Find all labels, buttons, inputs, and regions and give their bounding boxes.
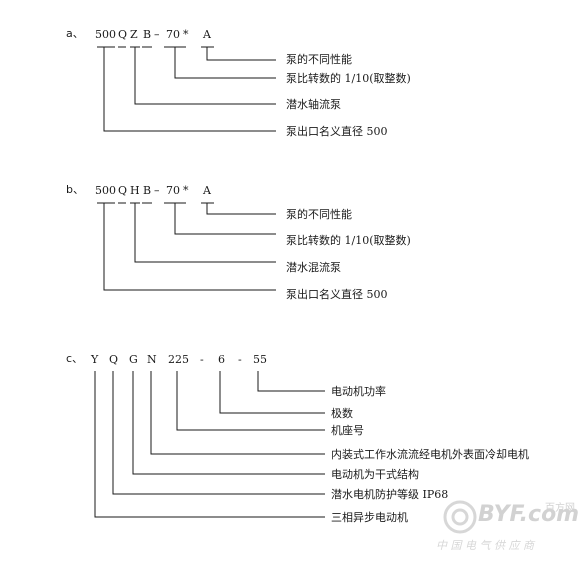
code-a-star: *	[183, 28, 189, 41]
code-c-6: 6	[218, 353, 225, 366]
code-c-n: N	[147, 353, 157, 366]
label-b-performance: 泵的不同性能	[286, 208, 352, 221]
code-b-a: A	[203, 184, 211, 197]
label-b-pump-type: 潜水混流泵	[286, 261, 341, 274]
label-c-motor-type: 三相异步电动机	[331, 511, 408, 524]
code-a-70: 70	[166, 28, 180, 41]
watermark-subtitle: 中 国 电 气 供 应 商	[436, 539, 534, 552]
code-c-dash1: -	[200, 353, 204, 366]
code-a-z: Z	[130, 28, 138, 41]
code-b-h: H	[130, 184, 140, 197]
label-a-performance: 泵的不同性能	[286, 53, 352, 66]
label-c-protection: 潜水电机防护等级 IP68	[331, 488, 449, 501]
label-c-dry-structure: 电动机为干式结构	[331, 468, 419, 481]
code-c-q: Q	[109, 353, 119, 366]
watermark-logo-text: BYF.com	[478, 502, 580, 527]
watermark-logo-icon	[443, 500, 477, 534]
label-b-diameter: 泵出口名义直径 500	[286, 288, 388, 301]
code-b-70: 70	[166, 184, 180, 197]
code-c-dash2: -	[238, 353, 242, 366]
code-b-b: B	[143, 184, 152, 197]
code-b-star: *	[183, 184, 189, 197]
section-a-prefix: a、	[66, 27, 84, 40]
code-a-dash: –	[154, 28, 160, 41]
code-c-g: G	[129, 353, 138, 366]
code-b-q: Q	[118, 184, 128, 197]
label-c-cooling: 内装式工作水流流经电机外表面冷却电机	[331, 448, 529, 461]
label-a-specific-speed: 泵比转数的 1/10(取整数)	[286, 72, 411, 85]
code-a-diameter: 500	[95, 28, 116, 41]
section-c-prefix: c、	[66, 352, 84, 365]
label-c-frame: 机座号	[331, 424, 364, 437]
code-c-225: 225	[168, 353, 189, 366]
code-b-diameter: 500	[95, 184, 116, 197]
code-c-y: Y	[91, 353, 99, 366]
label-a-diameter: 泵出口名义直径 500	[286, 125, 388, 138]
label-c-poles: 极数	[331, 407, 353, 420]
code-a-a: A	[203, 28, 211, 41]
code-b-dash: –	[154, 184, 160, 197]
code-a-q: Q	[118, 28, 128, 41]
label-a-pump-type: 潜水轴流泵	[286, 98, 341, 111]
watermark-logo-cn: 百方网	[545, 503, 575, 514]
code-c-55: 55	[253, 353, 267, 366]
code-a-b: B	[143, 28, 152, 41]
label-b-specific-speed: 泵比转数的 1/10(取整数)	[286, 234, 411, 247]
label-c-power: 电动机功率	[331, 385, 386, 398]
section-b-prefix: b、	[66, 183, 84, 196]
